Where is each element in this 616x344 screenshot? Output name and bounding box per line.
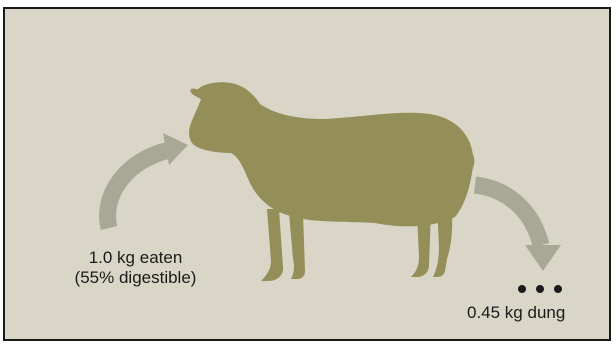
diagram-panel: 1.0 kg eaten (55% digestible) 0.45 kg du… (3, 7, 611, 341)
intake-arrow (108, 133, 188, 228)
output-arrow (475, 185, 561, 271)
diagram-art (5, 9, 609, 339)
dung-pellets (518, 285, 562, 293)
sheep-icon (189, 82, 474, 281)
intake-amount: 1.0 kg eaten (48, 248, 223, 268)
dung-label: 0.45 kg dung (467, 303, 565, 323)
intake-label: 1.0 kg eaten (55% digestible) (48, 248, 223, 288)
intake-digestibility: (55% digestible) (48, 268, 223, 288)
